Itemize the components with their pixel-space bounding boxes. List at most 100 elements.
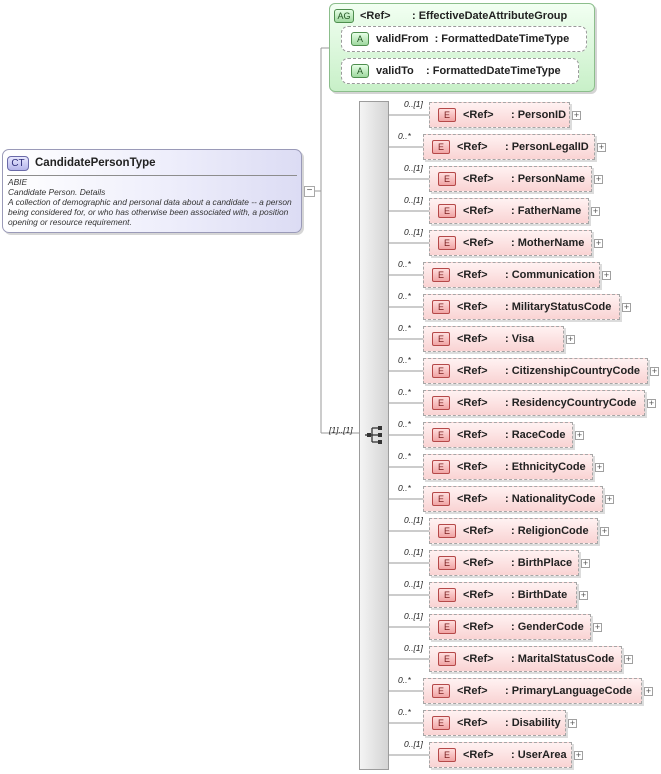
- element-box[interactable]: E<Ref>: PersonID: [429, 102, 570, 128]
- complex-type-definition: A collection of demographic and personal…: [8, 197, 292, 227]
- collapse-toggle[interactable]: −: [304, 186, 315, 197]
- attribute-valid-to[interactable]: A validTo : FormattedDateTimeType: [341, 58, 579, 84]
- element-multiplicity: 0..[1]: [404, 579, 423, 589]
- element-ref: <Ref>: [457, 269, 488, 281]
- element-badge-icon: E: [438, 524, 456, 538]
- attribute-badge-icon: A: [351, 32, 369, 46]
- element-name: : MaritalStatusCode: [511, 653, 615, 665]
- element-multiplicity: 0..[1]: [404, 547, 423, 557]
- element-name: : PersonName: [511, 173, 585, 185]
- element-badge-icon: E: [438, 172, 456, 186]
- element-badge-icon: E: [432, 332, 450, 346]
- element-box[interactable]: E<Ref>: PrimaryLanguageCode: [423, 678, 642, 704]
- element-box[interactable]: E<Ref>: EthnicityCode: [423, 454, 593, 480]
- element-ref: <Ref>: [463, 621, 494, 633]
- attribute-type: : FormattedDateTimeType: [426, 65, 561, 77]
- element-box[interactable]: E<Ref>: Disability: [423, 710, 566, 736]
- attribute-group-header: AG <Ref> : EffectiveDateAttributeGroup: [334, 8, 567, 24]
- element-box[interactable]: E<Ref>: FatherName: [429, 198, 589, 224]
- element-ref: <Ref>: [463, 109, 494, 121]
- complex-type-box[interactable]: CT CandidatePersonType ABIE Candidate Pe…: [2, 149, 302, 233]
- element-name: : PersonID: [511, 109, 567, 121]
- element-multiplicity: 0..*: [398, 355, 411, 365]
- sequence-icon: [365, 426, 382, 444]
- element-ref: <Ref>: [463, 173, 494, 185]
- element-multiplicity: 0..*: [398, 419, 411, 429]
- expand-plus-icon[interactable]: +: [574, 750, 583, 760]
- element-box[interactable]: E<Ref>: BirthPlace: [429, 550, 579, 576]
- element-box[interactable]: E <Ref> : PersonName: [429, 166, 592, 192]
- element-name: : UserArea: [511, 749, 567, 761]
- element-multiplicity: 0..*: [398, 707, 411, 717]
- expand-plus-icon[interactable]: +: [595, 462, 604, 472]
- attribute-name: validFrom: [376, 33, 429, 45]
- element-box[interactable]: E<Ref>: BirthDate: [429, 582, 577, 608]
- attribute-badge-icon: A: [351, 64, 369, 78]
- expand-plus-icon[interactable]: +: [647, 398, 656, 408]
- attribute-type: : FormattedDateTimeType: [434, 33, 570, 45]
- expand-plus-icon[interactable]: +: [566, 334, 575, 344]
- element-box[interactable]: E<Ref>: GenderCode: [429, 614, 591, 640]
- element-name: : FatherName: [511, 205, 582, 217]
- element-multiplicity: 0..[1]: [404, 643, 423, 653]
- sequence-compositor[interactable]: [359, 101, 389, 770]
- element-box[interactable]: E<Ref>: MilitaryStatusCode: [423, 294, 620, 320]
- expand-plus-icon[interactable]: +: [579, 590, 588, 600]
- expand-plus-icon[interactable]: +: [600, 526, 609, 536]
- element-multiplicity: 0..*: [398, 323, 411, 333]
- element-badge-icon: E: [432, 460, 450, 474]
- element-box[interactable]: E<Ref>: RaceCode: [423, 422, 573, 448]
- element-box[interactable]: E <Ref> : ResidencyCountryCode: [423, 390, 645, 416]
- expand-plus-icon[interactable]: +: [624, 654, 633, 664]
- element-ref: <Ref>: [463, 749, 494, 761]
- expand-plus-icon[interactable]: +: [597, 142, 606, 152]
- element-name: : PersonLegalID: [505, 141, 589, 153]
- element-ref: <Ref>: [457, 717, 488, 729]
- expand-plus-icon[interactable]: +: [650, 366, 659, 376]
- element-badge-icon: E: [438, 748, 456, 762]
- expand-plus-icon[interactable]: +: [644, 686, 653, 696]
- element-box[interactable]: E<Ref>: CitizenshipCountryCode: [423, 358, 648, 384]
- element-multiplicity: 0..*: [398, 483, 411, 493]
- expand-plus-icon[interactable]: +: [622, 302, 631, 312]
- expand-plus-icon[interactable]: +: [602, 270, 611, 280]
- complex-type-badge-icon: CT: [7, 155, 29, 171]
- element-box[interactable]: E<Ref>: PersonLegalID: [423, 134, 595, 160]
- element-name: : PrimaryLanguageCode: [505, 685, 633, 697]
- element-name: : ResidencyCountryCode: [505, 397, 637, 409]
- expand-plus-icon[interactable]: +: [568, 718, 577, 728]
- expand-plus-icon[interactable]: +: [572, 110, 581, 120]
- element-ref: <Ref>: [457, 461, 488, 473]
- element-box[interactable]: E<Ref>: MaritalStatusCode: [429, 646, 622, 672]
- expand-plus-icon[interactable]: +: [605, 494, 614, 504]
- expand-plus-icon[interactable]: +: [575, 430, 584, 440]
- expand-plus-icon[interactable]: +: [593, 622, 602, 632]
- element-box[interactable]: E<Ref>: Communication: [423, 262, 600, 288]
- element-ref: <Ref>: [457, 685, 488, 697]
- attribute-group-ref: <Ref>: [360, 10, 391, 22]
- element-ref: <Ref>: [463, 653, 494, 665]
- element-ref: <Ref>: [457, 397, 488, 409]
- element-name: : BirthDate: [511, 589, 568, 601]
- element-badge-icon: E: [432, 428, 450, 442]
- element-badge-icon: E: [432, 364, 450, 378]
- expand-plus-icon[interactable]: +: [581, 558, 590, 568]
- element-ref: <Ref>: [457, 141, 488, 153]
- element-ref: <Ref>: [457, 333, 488, 345]
- element-name: : CitizenshipCountryCode: [505, 365, 641, 377]
- element-box[interactable]: E<Ref>: MotherName: [429, 230, 592, 256]
- element-box[interactable]: E<Ref>: Visa: [423, 326, 564, 352]
- attribute-group-badge-icon: AG: [334, 9, 354, 23]
- element-ref: <Ref>: [457, 493, 488, 505]
- attribute-name: validTo: [376, 65, 414, 77]
- complex-type-name: CandidatePersonType: [35, 157, 156, 169]
- element-name: : RaceCode: [505, 429, 566, 441]
- element-badge-icon: E: [432, 396, 450, 410]
- expand-plus-icon[interactable]: +: [591, 206, 600, 216]
- attribute-valid-from[interactable]: A validFrom : FormattedDateTimeType: [341, 26, 587, 52]
- element-box[interactable]: E <Ref> : UserArea: [429, 742, 572, 768]
- expand-plus-icon[interactable]: +: [594, 174, 603, 184]
- element-box[interactable]: E<Ref>: ReligionCode: [429, 518, 598, 544]
- element-box[interactable]: E<Ref>: NationalityCode: [423, 486, 603, 512]
- expand-plus-icon[interactable]: +: [594, 238, 603, 248]
